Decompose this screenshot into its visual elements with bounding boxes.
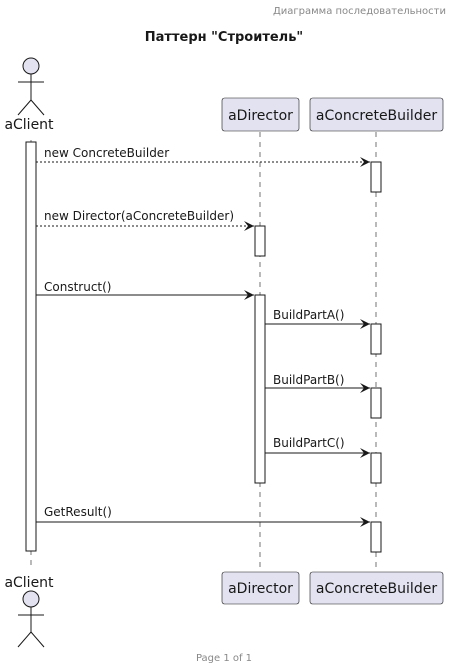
message-new-concrete-builder: new ConcreteBuilder: [36, 146, 370, 167]
activation-builder-part-b: [370, 387, 382, 419]
message-label: BuildPartB(): [273, 373, 344, 387]
message-build-part-a: BuildPartA(): [265, 308, 370, 329]
activation-director-create: [254, 225, 266, 257]
actor-figure-icon: [17, 590, 45, 648]
diagram-caption: Диаграмма последовательности: [273, 6, 446, 17]
activation-builder-create: [370, 161, 382, 193]
participant-label-director-bottom: aDirector: [228, 581, 293, 597]
participant-label-director-top: aDirector: [228, 108, 293, 124]
message-construct: Construct(): [36, 280, 254, 300]
activation-builder-part-a: [370, 323, 382, 355]
participant-label-builder-bottom: aConcreteBuilder: [316, 581, 437, 597]
message-build-part-b: BuildPartB(): [265, 373, 370, 393]
participant-label-builder-top: aConcreteBuilder: [316, 108, 437, 124]
message-label: Construct(): [44, 280, 112, 294]
actor-client-bottom: aClient: [4, 575, 54, 648]
activation-builder-part-c: [370, 452, 382, 484]
participant-director-top: aDirector: [221, 97, 300, 132]
message-label: GetResult(): [44, 505, 112, 519]
activation-builder-result: [370, 521, 382, 553]
message-label: new ConcreteBuilder: [44, 146, 169, 160]
participant-builder-top: aConcreteBuilder: [309, 97, 444, 132]
participant-director-bottom: aDirector: [221, 571, 300, 605]
message-label: new Director(aConcreteBuilder): [44, 209, 234, 223]
activation-client: [25, 141, 37, 552]
message-label: BuildPartC(): [273, 436, 345, 450]
message-label: BuildPartA(): [273, 308, 344, 322]
diagram-title: Паттерн "Строитель": [145, 30, 303, 45]
message-get-result: GetResult(): [36, 505, 370, 527]
participant-label-client-bottom: aClient: [4, 575, 54, 591]
page-footer: Page 1 of 1: [196, 653, 252, 664]
participant-label-client-top: aClient: [4, 117, 54, 133]
actor-client-top: aClient: [4, 57, 54, 133]
activation-director-construct: [254, 294, 266, 484]
actor-figure-icon: [17, 57, 45, 116]
participant-builder-bottom: aConcreteBuilder: [309, 571, 444, 605]
message-build-part-c: BuildPartC(): [265, 436, 370, 458]
message-new-director: new Director(aConcreteBuilder): [36, 209, 254, 231]
